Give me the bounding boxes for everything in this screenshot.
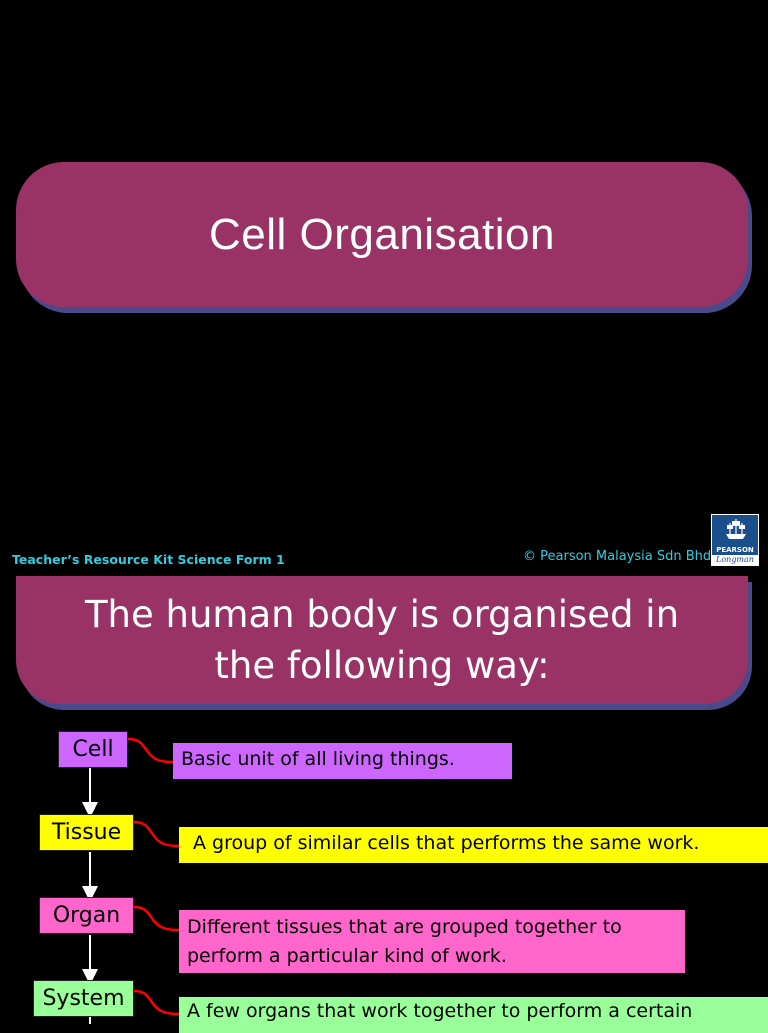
heading-line-2: the following way: xyxy=(214,644,550,687)
organisation-slide: The human body is organised in the follo… xyxy=(0,576,768,1033)
desc-organ: Different tissues that are grouped toget… xyxy=(179,910,685,973)
desc-organ-line-2: perform a particular kind of work. xyxy=(187,945,507,967)
connector-system xyxy=(133,989,181,1016)
slide-title: Cell Organisation xyxy=(209,209,555,259)
desc-cell: Basic unit of all living things. xyxy=(173,743,512,779)
desc-system: A few organs that work together to perfo… xyxy=(179,997,768,1033)
level-tissue: Tissue xyxy=(39,814,134,851)
footer-kit-label: Teacher’s Resource Kit Science Form 1 xyxy=(12,552,285,567)
connector-cell xyxy=(127,737,175,764)
heading-banner: The human body is organised in the follo… xyxy=(16,576,748,704)
level-cell: Cell xyxy=(58,731,128,768)
desc-system-text: A few organs that work together to perfo… xyxy=(187,1000,693,1022)
title-banner: Cell Organisation xyxy=(16,162,748,307)
desc-tissue: A group of similar cells that performs t… xyxy=(179,827,768,863)
connectors xyxy=(82,737,181,1024)
desc-organ-line-1: Different tissues that are grouped toget… xyxy=(187,916,622,938)
desc-cell-text: Basic unit of all living things. xyxy=(181,748,455,770)
level-system-label: System xyxy=(42,986,125,1011)
desc-tissue-text: A group of similar cells that performs t… xyxy=(193,832,700,854)
level-system: System xyxy=(33,980,134,1017)
level-organ: Organ xyxy=(39,897,134,934)
title-slide: Cell Organisation Teacher’s Resource Kit… xyxy=(12,162,759,567)
level-cell-label: Cell xyxy=(72,737,114,762)
logo-sub: Longman xyxy=(712,555,758,565)
logo-brand: PEARSON xyxy=(716,546,754,554)
footer-copyright: © Pearson Malaysia Sdn Bhd xyxy=(523,549,712,564)
connector-tissue xyxy=(133,820,181,848)
heading-line-1: The human body is organised in xyxy=(84,593,680,636)
pearson-logo: PEARSON Longman xyxy=(711,514,759,566)
level-tissue-label: Tissue xyxy=(51,820,122,845)
connector-organ xyxy=(133,905,181,932)
level-organ-label: Organ xyxy=(52,903,121,928)
ship-icon xyxy=(726,519,746,539)
